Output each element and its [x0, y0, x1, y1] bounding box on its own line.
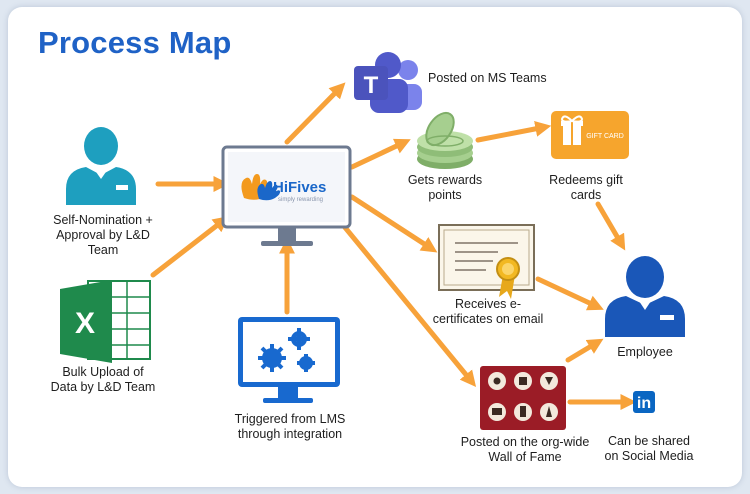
label-lms: Triggered from LMS through integration [234, 412, 346, 441]
hifives-monitor-icon: HiFives simply rewarding [221, 145, 352, 246]
process-map-canvas: Process Map [8, 7, 742, 487]
gears-monitor-icon [238, 317, 340, 403]
label-bulk-upload: Bulk Upload of Data by L&D Team [50, 365, 156, 394]
svg-text:X: X [75, 307, 95, 340]
person-badge-icon [66, 127, 136, 205]
arrow-coins-to-gift [475, 120, 552, 143]
diagram-graphics: X HiFives simply rewarding [60, 52, 685, 430]
arrow-hifives-to-teams [284, 82, 346, 145]
label-gift-cards: Redeems gift cards [549, 173, 623, 202]
label-wall-of-fame: Posted on the org-wide Wall of Fame [460, 435, 590, 464]
arrow-wall-to-employee [565, 338, 604, 363]
svg-text:T: T [364, 72, 379, 99]
excel-icon: X [60, 280, 151, 363]
gift-card-text: GIFT CARD [586, 133, 624, 140]
label-employee: Employee [617, 345, 673, 359]
arrow-bulk-to-hifives [150, 216, 230, 278]
certificate-icon [438, 224, 535, 299]
arrow-gift-to-employee [595, 201, 626, 251]
gift-card-icon: GIFT CARD [551, 111, 629, 159]
arrow-cert-to-employee [535, 276, 604, 311]
hifives-brand-name: HiFives [273, 179, 326, 196]
page-title: Process Map [38, 25, 232, 60]
arrow-hifives-to-cert [349, 194, 438, 253]
arrows [150, 82, 637, 411]
label-rewards-points: Gets rewards points [407, 173, 483, 202]
label-ecertificate: Receives e- certificates on email [432, 297, 544, 326]
ms-teams-icon: T [354, 52, 422, 113]
arrow-hifives-to-coins [349, 138, 411, 170]
coins-icon [417, 111, 473, 169]
wall-of-fame-icon [480, 366, 566, 430]
label-social-media: Can be shared on Social Media [604, 434, 694, 463]
hifives-tagline: simply rewarding [278, 197, 323, 203]
linkedin-icon: in [633, 391, 655, 413]
label-ms-teams: Posted on MS Teams [428, 71, 547, 85]
arrow-hifives-to-wall [340, 222, 477, 387]
employee-icon [605, 256, 685, 337]
label-self-nomination: Self-Nomination + Approval by L&D Team [53, 213, 153, 257]
linkedin-text: in [637, 395, 651, 412]
